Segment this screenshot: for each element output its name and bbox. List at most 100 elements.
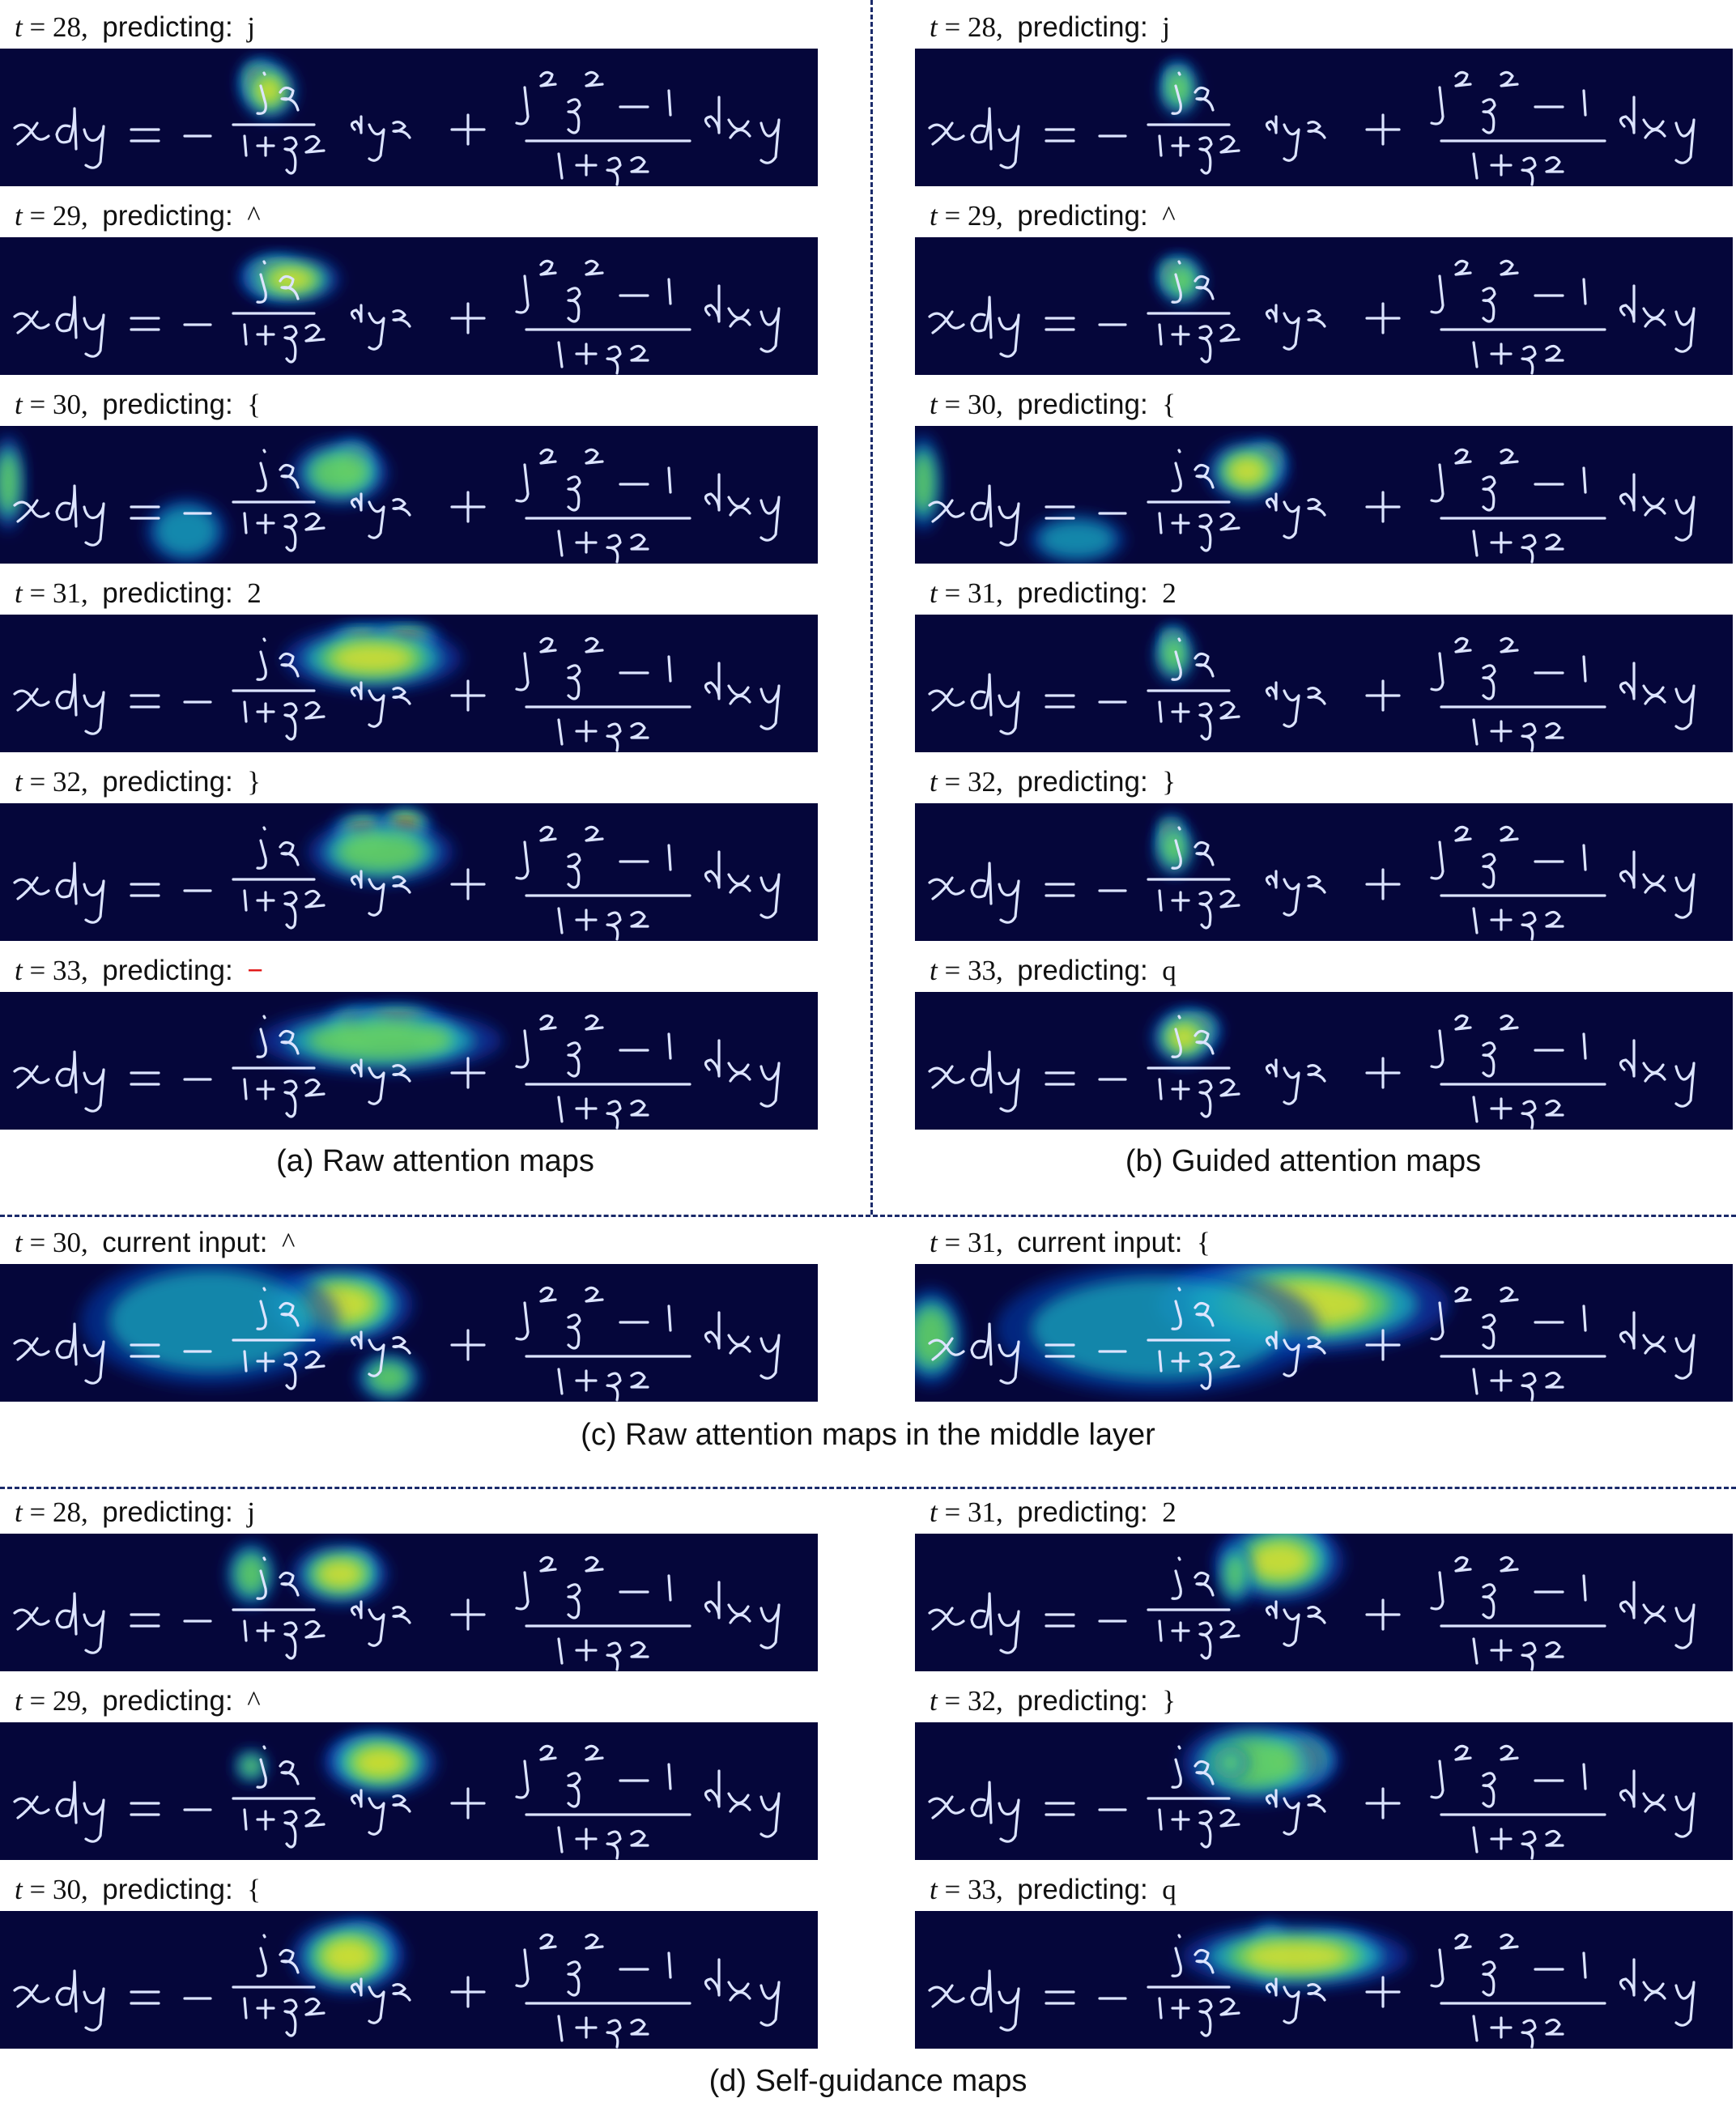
heatmap-image [915,1534,1733,1671]
time-variable: t [930,200,938,232]
time-variable: t [930,955,938,986]
target-symbol: } [1162,766,1176,798]
label-word: current input: [1017,1227,1183,1258]
attention-map-b-1 [915,237,1733,375]
label-c-1: t = 31, current input: { [930,1227,1211,1258]
error-symbol: − [247,955,264,986]
heatmap-image [915,615,1733,752]
horizontal-separator-1 [0,1215,1736,1217]
label-b-0: t = 28, predicting: j [930,11,1170,43]
attention-map-b-5 [915,992,1733,1130]
label-word: predicting: [102,1496,233,1528]
time-variable: t [930,577,938,609]
time-variable: t [15,11,23,43]
attention-map-b-0 [915,49,1733,186]
handwritten-formula [928,448,1696,564]
heatmap-image [0,1911,818,2049]
caption-d: (d) Self-guidance maps [708,2064,1028,2098]
attention-map-d-0 [0,1534,818,1671]
attention-map-d-4 [915,1722,1733,1860]
label-word: predicting: [1017,389,1148,420]
label-d-2: t = 30, predicting: { [15,1874,262,1905]
time-step: 33 [967,955,996,986]
label-c-0: t = 30, current input: ^ [15,1227,296,1258]
time-step: 31 [967,577,996,609]
time-step: 33 [967,1874,996,1905]
label-word: predicting: [1017,200,1148,232]
heatmap-image [0,1722,818,1860]
label-word: predicting: [102,389,233,420]
target-symbol: ^ [282,1227,296,1258]
label-d-1: t = 29, predicting: ^ [15,1685,261,1717]
heatmap-image [0,992,818,1130]
handwritten-formula [928,825,1696,941]
time-step: 28 [967,11,996,43]
time-variable: t [15,1227,23,1258]
handwritten-formula [928,1286,1696,1402]
label-word: predicting: [1017,1874,1148,1905]
handwritten-formula [928,1556,1696,1671]
target-symbol: ^ [247,1685,261,1717]
time-step: 33 [52,955,81,986]
caption-a: (a) Raw attention maps [276,1144,594,1178]
heatmap-image [915,1722,1733,1860]
target-symbol: 2 [1162,1496,1176,1528]
heatmap-image [0,1534,818,1671]
label-word: predicting: [1017,766,1148,798]
handwritten-formula [13,636,781,752]
target-symbol: { [1197,1227,1211,1258]
label-word: predicting: [1017,11,1148,43]
heatmap-image [915,992,1733,1130]
heatmap-image [915,803,1733,941]
time-step: 30 [52,1874,81,1905]
label-word: predicting: [102,577,233,609]
time-variable: t [930,766,938,798]
target-symbol: 2 [247,577,262,609]
heatmap-image [915,1911,1733,2049]
time-step: 28 [52,1496,81,1528]
target-symbol: q [1162,1874,1176,1905]
time-variable: t [930,11,938,43]
label-b-1: t = 29, predicting: ^ [930,200,1176,232]
label-d-5: t = 33, predicting: q [930,1874,1176,1905]
time-variable: t [930,1227,938,1258]
attention-map-d-1 [0,1722,818,1860]
time-step: 31 [967,1496,996,1528]
heatmap-image [915,237,1733,375]
vertical-separator [870,0,873,1215]
time-variable: t [15,766,23,798]
time-variable: t [930,389,938,420]
target-symbol: { [247,1874,262,1905]
attention-map-a-5 [0,992,818,1130]
time-variable: t [15,577,23,609]
label-a-3: t = 31, predicting: 2 [15,577,262,609]
heatmap-image [0,615,818,752]
heatmap-image [0,803,818,941]
handwritten-formula [928,1014,1696,1130]
time-step: 29 [967,200,996,232]
time-step: 32 [967,766,996,798]
time-variable: t [15,1496,23,1528]
time-step: 30 [52,1227,81,1258]
label-word: predicting: [1017,1685,1148,1717]
target-symbol: { [247,389,262,420]
time-variable: t [15,1685,23,1717]
label-a-5: t = 33, predicting: − [15,955,264,986]
caption-c: (c) Raw attention maps in the middle lay… [581,1418,1155,1452]
time-step: 30 [967,389,996,420]
heatmap-image [0,49,818,186]
attention-map-b-3 [915,615,1733,752]
heatmap-image [0,237,818,375]
attention-map-d-3 [915,1534,1733,1671]
target-symbol: 2 [1162,577,1176,609]
label-word: predicting: [102,11,233,43]
attention-map-d-2 [0,1911,818,2049]
label-word: predicting: [102,200,233,232]
handwritten-formula [13,1014,781,1130]
label-b-2: t = 30, predicting: { [930,389,1176,420]
label-word: current input: [102,1227,268,1258]
time-variable: t [15,389,23,420]
time-step: 32 [967,1685,996,1717]
handwritten-formula [13,70,781,186]
heatmap-image [915,426,1733,564]
